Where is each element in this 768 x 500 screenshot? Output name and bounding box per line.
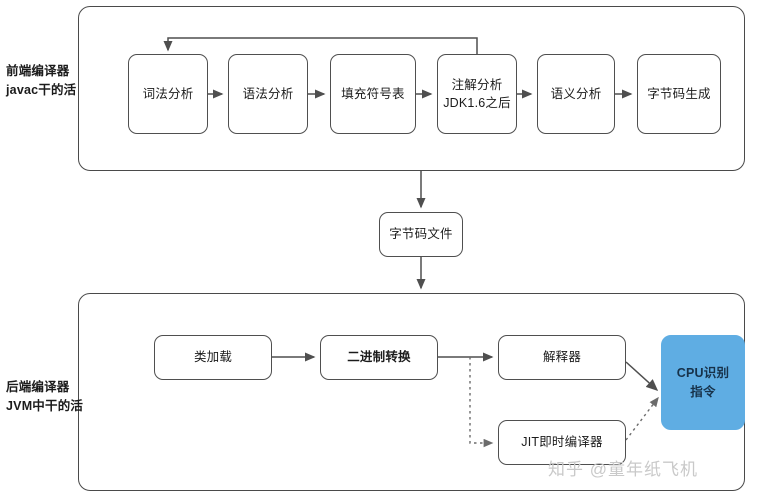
node-fill-symbol-table-line1: 填充符号表 <box>341 86 405 101</box>
node-binary-conversion-line1: 二进制转换 <box>347 350 411 365</box>
node-annotation-analysis[interactable]: 注解分析 JDK1.6之后 <box>437 54 517 134</box>
back-end-compiler-label: 后端编译器 JVM中干的活 <box>6 378 83 417</box>
back-label-line2: JVM中干的活 <box>6 399 84 414</box>
node-bytecode-generation-line1: 字节码生成 <box>647 86 711 101</box>
node-jit-compiler-line1: JIT即时编译器 <box>521 435 603 450</box>
node-class-loading-line1: 类加载 <box>193 350 233 365</box>
node-interpreter[interactable]: 解释器 <box>498 335 626 380</box>
back-label-line1: 后端编译器 <box>6 380 70 394</box>
node-class-loading[interactable]: 类加载 <box>154 335 272 380</box>
node-cpu-instructions-line2: 指令 <box>690 384 716 399</box>
front-label-line2: javac干的活 <box>6 83 77 98</box>
node-syntax-analysis-line1: 语法分析 <box>242 86 294 101</box>
front-label-line1: 前端编译器 <box>6 64 70 78</box>
front-end-compiler-label: 前端编译器 javac干的活 <box>6 62 76 101</box>
node-syntax-analysis[interactable]: 语法分析 <box>228 54 308 134</box>
node-bytecode-generation[interactable]: 字节码生成 <box>637 54 721 134</box>
node-jit-compiler[interactable]: JIT即时编译器 <box>498 420 626 465</box>
node-cpu-instructions[interactable]: CPU识别 指令 <box>661 335 745 430</box>
front-end-compiler-container <box>78 6 745 171</box>
node-annotation-analysis-line2: JDK1.6之后 <box>443 96 511 110</box>
node-semantic-analysis[interactable]: 语义分析 <box>537 54 615 134</box>
node-semantic-analysis-line1: 语义分析 <box>550 86 602 101</box>
node-lexical-analysis-line1: 词法分析 <box>142 86 194 101</box>
node-cpu-instructions-line1: CPU识别 <box>676 366 730 381</box>
node-lexical-analysis[interactable]: 词法分析 <box>128 54 208 134</box>
node-fill-symbol-table[interactable]: 填充符号表 <box>330 54 416 134</box>
node-annotation-analysis-line1: 注解分析 <box>451 77 503 92</box>
node-bytecode-file[interactable]: 字节码文件 <box>379 212 463 257</box>
watermark: 知乎 @童年纸飞机 <box>548 460 698 479</box>
node-bytecode-file-line1: 字节码文件 <box>389 227 453 242</box>
node-binary-conversion[interactable]: 二进制转换 <box>320 335 438 380</box>
node-interpreter-line1: 解释器 <box>542 350 582 365</box>
